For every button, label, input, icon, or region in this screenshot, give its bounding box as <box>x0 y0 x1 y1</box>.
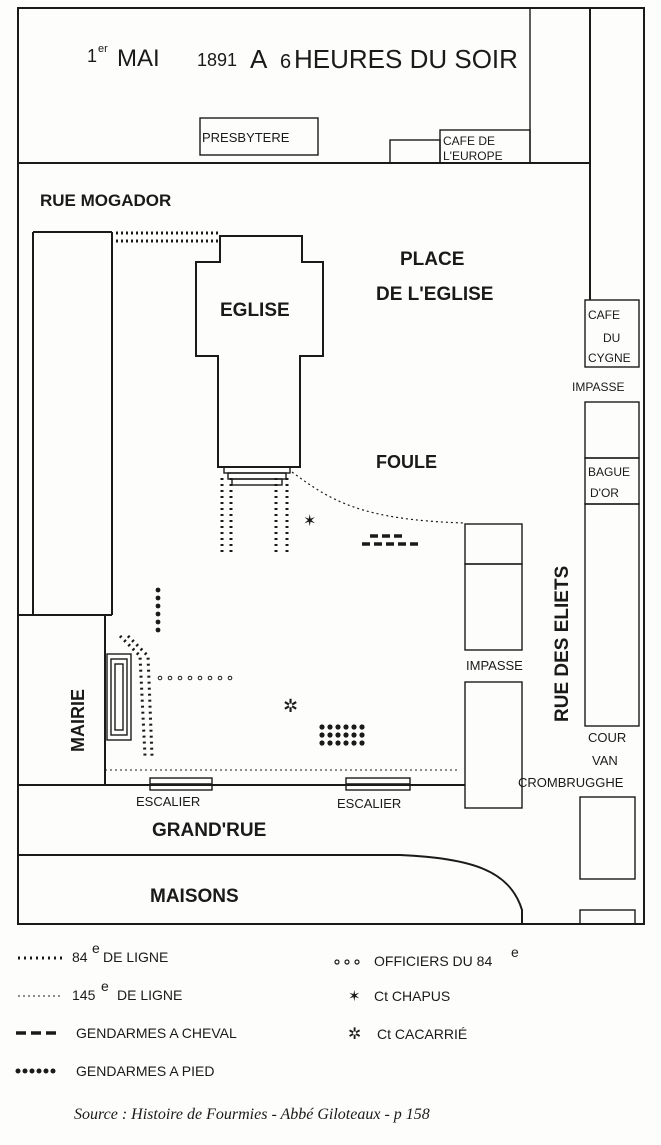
gendarmes-cheval-group <box>362 534 418 546</box>
rue-eliets-label: RUE DES ELIETS <box>552 566 573 722</box>
gendarmes-pied-group <box>319 724 365 746</box>
legend-84e-ligne: 84 e DE LIGNE <box>18 940 168 965</box>
legend-pied-swatch <box>15 1068 56 1074</box>
mairie-label: MAIRIE <box>68 689 88 752</box>
legend-cacarrie-icon: ✲ <box>348 1024 361 1043</box>
legend-chapus-icon: ✶ <box>348 987 361 1005</box>
escalier-right <box>345 777 411 791</box>
bague-dor-label-2: D'OR <box>590 486 619 500</box>
eglise-building <box>195 235 324 468</box>
place-label-2: DE L'EGLISE <box>376 284 493 305</box>
troops-84e-eglise <box>220 478 289 555</box>
svg-text:HEURES DU SOIR: HEURES DU SOIR <box>294 44 518 74</box>
chapus-marker-icon: ✶ <box>303 511 316 530</box>
eglise-steps <box>223 466 291 486</box>
presbytere-label: PRESBYTERE <box>202 130 290 145</box>
legend-gendarmes-cheval: GENDARMES A CHEVAL <box>16 1025 237 1041</box>
svg-text:GENDARMES A PIED: GENDARMES A PIED <box>76 1063 214 1079</box>
svg-text:OFFICIERS DU 84: OFFICIERS DU 84 <box>374 953 492 969</box>
map-title: 1 er MAI 1891 A 6 HEURES DU SOIR <box>87 43 518 74</box>
foule-label: FOULE <box>376 452 437 472</box>
bague-dor-label: BAGUE <box>588 465 630 479</box>
svg-text:84: 84 <box>72 949 88 965</box>
legend: 84 e DE LIGNE 145 e DE LIGNE GENDARMES A… <box>15 940 519 1079</box>
svg-text:DE LIGNE: DE LIGNE <box>117 987 182 1003</box>
svg-text:e: e <box>101 978 109 994</box>
cafe-europe-label: CAFE DE <box>443 134 495 148</box>
cafe-europe-building <box>439 129 531 164</box>
legend-cacarrie: ✲ Ct CACARRIÉ <box>348 1024 467 1043</box>
svg-text:e: e <box>511 944 519 960</box>
impasse-buildings <box>464 523 523 809</box>
maisons-label: MAISONS <box>150 886 239 907</box>
svg-text:MAI: MAI <box>117 45 160 72</box>
map-frame <box>17 7 645 925</box>
troops-84e-mogador <box>116 231 218 243</box>
svg-text:A: A <box>250 44 268 74</box>
mairie-steps <box>106 653 132 741</box>
cafe-cygne-label-2: DU <box>603 331 620 345</box>
cacarrie-marker-icon: ✲ <box>283 696 298 717</box>
cafe-cygne-building <box>584 299 640 368</box>
escalier-right-label: ESCALIER <box>337 796 401 811</box>
svg-text:1891: 1891 <box>197 50 237 70</box>
legend-145e-ligne: 145 e DE LIGNE <box>18 978 182 1003</box>
cour-label-3: CROMBRUGGHE <box>518 775 624 790</box>
troops-145e-curve <box>291 471 466 524</box>
svg-text:e: e <box>92 940 100 956</box>
svg-text:6: 6 <box>280 51 291 73</box>
maisons-curve <box>399 854 523 924</box>
cafe-europe-label-2: L'EUROPE <box>443 149 503 163</box>
svg-text:GENDARMES A CHEVAL: GENDARMES A CHEVAL <box>76 1025 237 1041</box>
officiers-column <box>155 587 161 633</box>
presbytere-building <box>199 117 319 156</box>
impasse-mid-label: IMPASSE <box>466 658 523 673</box>
cafe-europe-annex <box>389 139 441 164</box>
legend-officiers-swatch <box>334 959 360 965</box>
escalier-left <box>149 777 213 791</box>
eglise-label: EGLISE <box>220 300 290 321</box>
svg-text:Ct CACARRIÉ: Ct CACARRIÉ <box>377 1026 467 1042</box>
legend-gendarmes-pied: GENDARMES A PIED <box>15 1063 214 1079</box>
svg-text:145: 145 <box>72 987 96 1003</box>
cour-label-2: VAN <box>592 753 618 768</box>
svg-text:er: er <box>98 43 108 55</box>
cour-label: COUR <box>588 730 626 745</box>
source-citation: Source : Histoire de Fourmies - Abbé Gil… <box>74 1106 430 1123</box>
svg-text:DE LIGNE: DE LIGNE <box>103 949 168 965</box>
legend-officiers: OFFICIERS DU 84 e <box>334 944 519 969</box>
impasse-top-label: IMPASSE <box>572 380 624 394</box>
officiers-row <box>157 675 233 681</box>
rue-mogador-label: RUE MOGADOR <box>40 191 171 210</box>
svg-text:Ct CHAPUS: Ct CHAPUS <box>374 988 450 1004</box>
grand-rue-label: GRAND'RUE <box>152 820 266 841</box>
svg-text:1: 1 <box>87 46 97 66</box>
escalier-left-label: ESCALIER <box>136 794 200 809</box>
place-label-1: PLACE <box>400 249 464 270</box>
right-buildings <box>579 299 640 925</box>
cafe-cygne-label-3: CYGNE <box>588 351 631 365</box>
legend-chapus: ✶ Ct CHAPUS <box>348 987 450 1005</box>
cafe-cygne-label: CAFE <box>588 308 620 322</box>
